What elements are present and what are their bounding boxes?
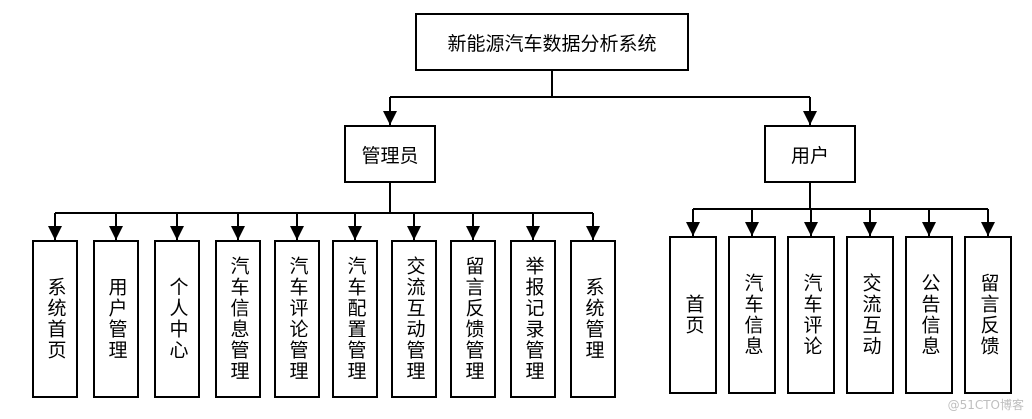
watermark: @51CTO博客 bbox=[947, 398, 1024, 412]
user-module-car-comment: 汽车评论 bbox=[787, 236, 835, 394]
user-module-announcement: 公告信息 bbox=[905, 236, 953, 394]
admin-module-car-config-management: 汽车配置管理 bbox=[332, 240, 378, 398]
root-node: 新能源汽车数据分析系统 bbox=[415, 13, 689, 71]
admin-module-report-management: 举报记录管理 bbox=[510, 240, 556, 398]
admin-module-car-comment-management: 汽车评论管理 bbox=[274, 240, 320, 398]
role-node-admin: 管理员 bbox=[344, 125, 436, 183]
admin-module-interaction-management: 交流互动管理 bbox=[391, 240, 437, 398]
admin-module-system-home: 系统首页 bbox=[32, 240, 78, 398]
user-module-home: 首页 bbox=[669, 236, 717, 394]
user-module-car-info: 汽车信息 bbox=[728, 236, 776, 394]
user-module-interaction: 交流互动 bbox=[846, 236, 894, 394]
admin-module-car-info-management: 汽车信息管理 bbox=[215, 240, 261, 398]
user-module-feedback: 留言反馈 bbox=[964, 236, 1012, 394]
admin-module-system-management: 系统管理 bbox=[570, 240, 616, 398]
role-node-user: 用户 bbox=[764, 125, 856, 183]
admin-module-personal-center: 个人中心 bbox=[154, 240, 200, 398]
admin-module-feedback-management: 留言反馈管理 bbox=[450, 240, 496, 398]
admin-module-user-management: 用户管理 bbox=[93, 240, 139, 398]
